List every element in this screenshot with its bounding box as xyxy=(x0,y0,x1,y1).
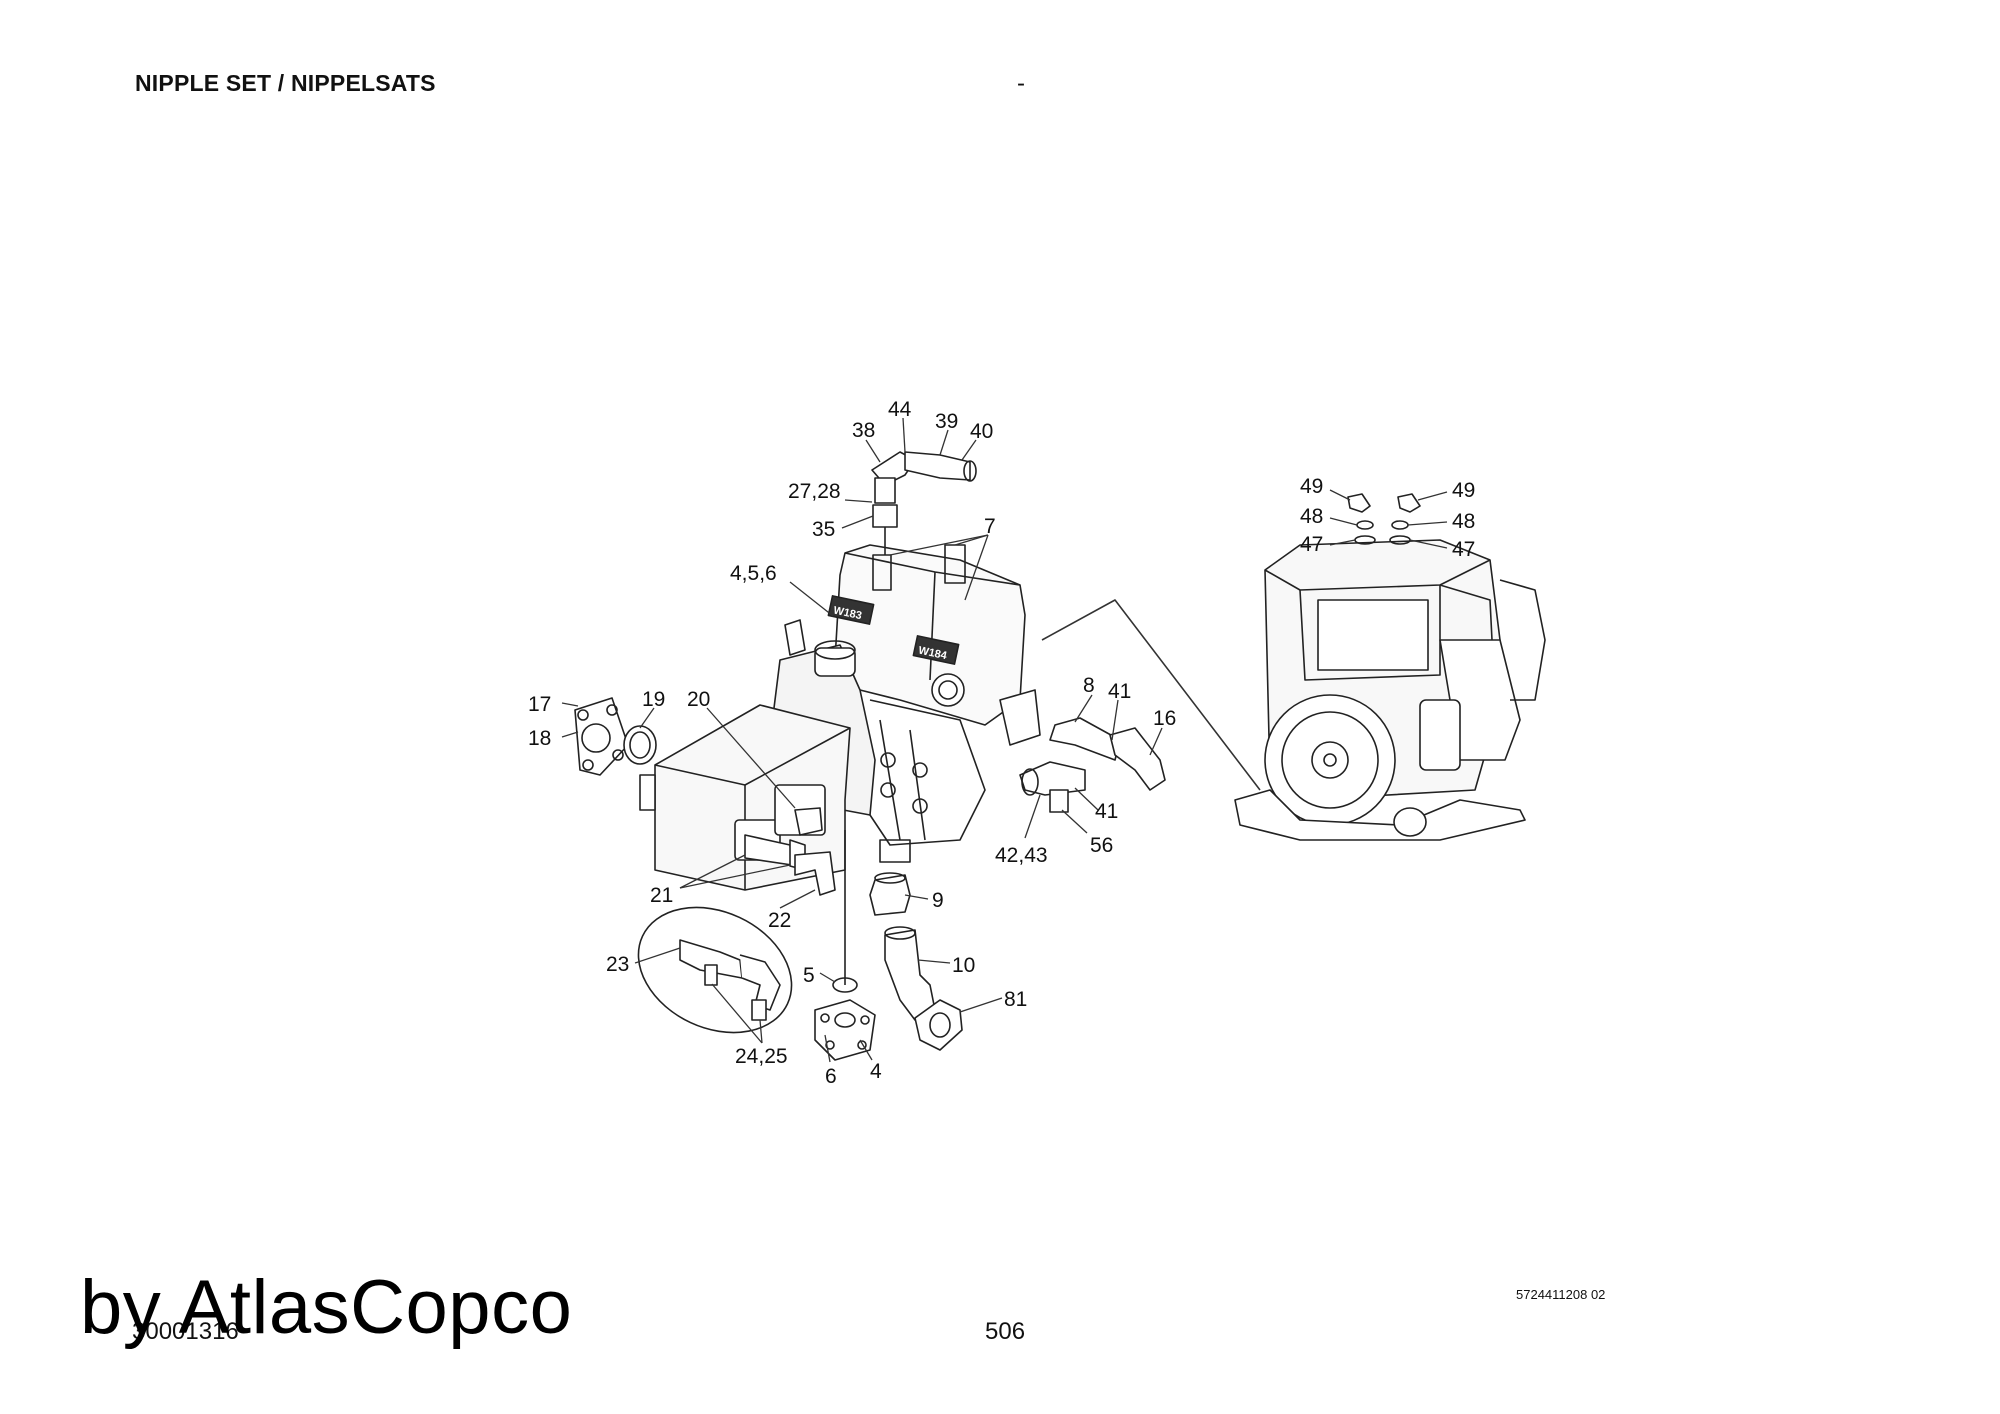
pump-valve-block xyxy=(769,544,1026,863)
callout-47-right: 47 xyxy=(1452,538,1475,561)
top-fittings xyxy=(871,451,977,555)
callout-41-bottom: 41 xyxy=(1095,800,1118,823)
callout-56: 56 xyxy=(1090,834,1113,857)
callout-38: 38 xyxy=(852,419,875,442)
engine xyxy=(1234,493,1546,841)
document-code: 5724411208 02 xyxy=(1516,1287,1606,1302)
drawing-id: 30001316 xyxy=(132,1318,239,1345)
callout-35: 35 xyxy=(812,518,835,541)
callout-20: 20 xyxy=(687,688,710,711)
callout-22: 22 xyxy=(768,909,791,932)
callout-21: 21 xyxy=(650,884,673,907)
callout-44: 44 xyxy=(888,398,912,421)
callout-81: 81 xyxy=(1004,988,1027,1011)
callout-4: 4 xyxy=(870,1060,882,1083)
callout-41-top: 41 xyxy=(1108,680,1131,703)
title-separator: - xyxy=(1017,70,1025,97)
decal-w183: W183 xyxy=(832,605,863,623)
callout-4-5-6: 4,5,6 xyxy=(730,562,777,585)
callout-labels: 44 38 39 40 27,28 35 7 4,5,6 17 18 19 20… xyxy=(528,398,1475,1088)
callout-48-left: 48 xyxy=(1300,505,1323,528)
detail-ellipse xyxy=(637,906,793,1034)
callout-18: 18 xyxy=(528,727,551,750)
fitting-9 xyxy=(869,872,911,916)
fitting-81 xyxy=(914,999,963,1051)
callout-49-left: 49 xyxy=(1300,475,1323,498)
callout-17: 17 xyxy=(528,693,551,716)
flange-4-6 xyxy=(814,830,876,1061)
callout-8: 8 xyxy=(1083,674,1095,697)
callout-6: 6 xyxy=(825,1065,837,1088)
flange-17-18 xyxy=(574,697,657,776)
callout-39: 39 xyxy=(935,410,958,433)
callout-47-left: 47 xyxy=(1300,533,1323,556)
callout-7: 7 xyxy=(984,515,996,538)
callout-23: 23 xyxy=(606,953,629,976)
right-fittings xyxy=(999,689,1166,813)
watermark: by AtlasCopco xyxy=(80,1265,573,1350)
leader-lines xyxy=(561,417,1448,1063)
callout-49-right: 49 xyxy=(1452,479,1475,502)
callout-24-25: 24,25 xyxy=(735,1045,788,1068)
callout-5: 5 xyxy=(803,964,815,987)
callout-40: 40 xyxy=(970,420,993,443)
callout-27-28: 27,28 xyxy=(788,480,841,503)
callout-9: 9 xyxy=(932,889,944,912)
callout-10: 10 xyxy=(952,954,975,977)
page-title: NIPPLE SET / NIPPELSATS xyxy=(135,70,436,96)
callout-48-right: 48 xyxy=(1452,510,1475,533)
callout-42-43: 42,43 xyxy=(995,844,1048,867)
fittings-20-22 xyxy=(744,807,836,896)
callout-19: 19 xyxy=(642,688,665,711)
fitting-10 xyxy=(884,926,936,1021)
page-number: 506 xyxy=(985,1318,1026,1345)
callout-16: 16 xyxy=(1153,707,1176,730)
